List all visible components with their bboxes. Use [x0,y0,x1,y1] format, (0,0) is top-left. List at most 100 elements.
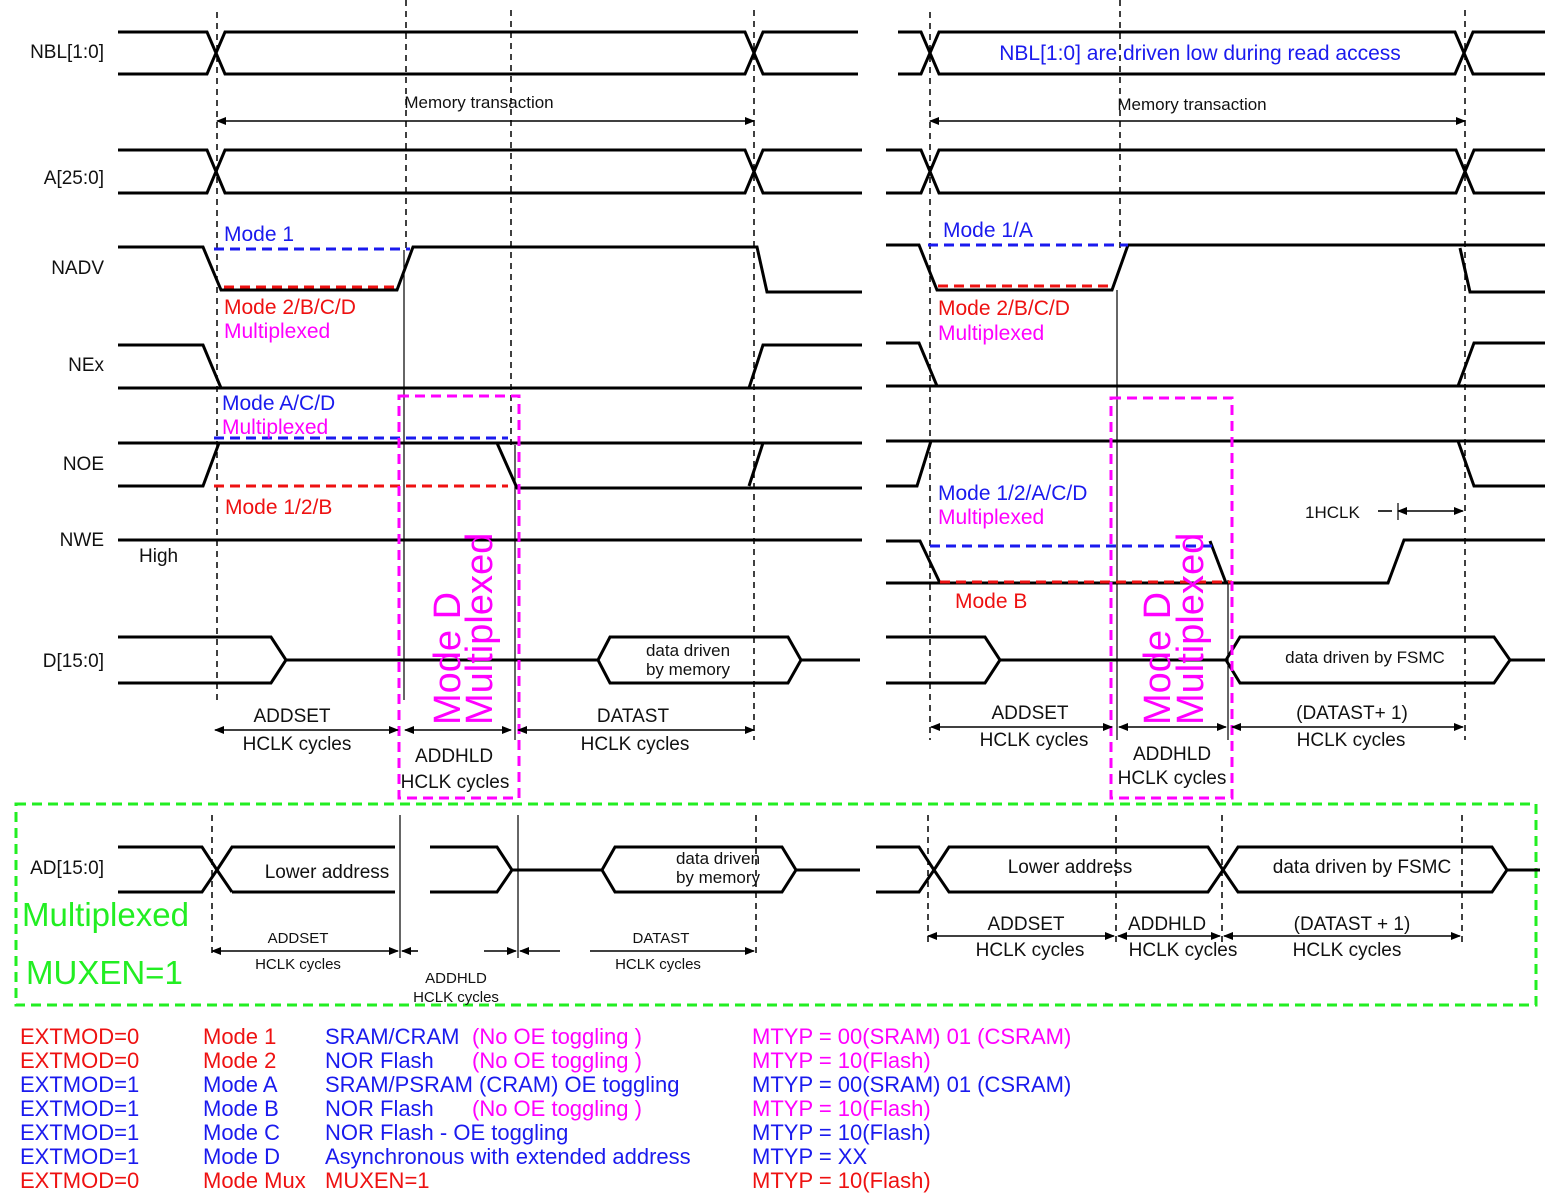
signal-noe-label: NOE [63,454,104,475]
mode-d-label-1: Mode D [427,592,469,725]
legend-extmod: EXTMOD=0 [20,1024,139,1049]
noe-mux-note: Multiplexed [222,416,328,439]
legend-mtyp: MTYP = 00(SRAM) 01 (CSRAM) [752,1072,1071,1097]
mux-addhld-hclk: HCLK cycles [413,989,499,1006]
signal-d-label: D[15:0] [43,651,104,672]
legend-mode: Mode D [203,1144,280,1169]
mux-r-addhld-hclk: HCLK cycles [1129,940,1238,961]
mux-r-datast-label: (DATAST + 1) [1294,914,1411,935]
nadv-mode-high-note: Mode 1 [224,223,294,246]
nwe-mode-high-note: Mode 1/2/A/C/D [938,482,1087,505]
legend-mode: Mode 2 [203,1048,276,1073]
signal-nwe-label: NWE [60,530,104,551]
lower-address-label-right: Lower address [1008,857,1133,878]
mux-r-addset-label: ADDSET [987,914,1064,935]
legend-mtyp: MTYP = 10(Flash) [752,1048,931,1073]
data-driven-label-2: by memory [646,660,731,679]
legend-mode: Mode A [203,1072,278,1097]
nbl-note: NBL[1:0] are driven low during read acce… [999,42,1401,65]
nwe-mux-note: Multiplexed [938,506,1044,529]
legend-desc: NOR Flash [325,1096,434,1121]
noe-mode-high-note: Mode A/C/D [222,392,335,415]
addset-hclk-label: HCLK cycles [243,734,352,755]
multiplexed-label: Multiplexed [22,896,189,933]
legend-desc-note: (No OE toggling ) [472,1048,642,1073]
datast-hclk-label: HCLK cycles [581,734,690,755]
mode-d-label-2: Multiplexed [459,533,501,725]
legend-mtyp: MTYP = 10(Flash) [752,1120,931,1145]
legend-desc: SRAM/PSRAM (CRAM) OE toggling [325,1072,680,1097]
legend-mode: Mode B [203,1096,279,1121]
legend-desc: NOR Flash [325,1048,434,1073]
legend-extmod: EXTMOD=0 [20,1168,139,1193]
memory-transaction-label-right: Memory transaction [1117,95,1266,114]
ad-waveform-right [876,845,1540,894]
nwe-edge-right [1208,540,1228,584]
mode-d-label-2-right: Multiplexed [1170,533,1212,725]
write-timing-panel: NBL[1:0] are driven low during read acce… [886,0,1545,800]
legend-desc-note: (No OE toggling ) [472,1024,642,1049]
signal-a-label: A[25:0] [44,168,104,189]
lower-address-label: Lower address [265,862,390,883]
legend-extmod: EXTMOD=1 [20,1096,139,1121]
multiplexed-section: Multiplexed MUXEN=1 Lower address data d… [14,802,1540,1007]
addhld-label-right: ADDHLD [1133,744,1211,765]
mux-data-driven-1: data driven [676,849,760,868]
addset-label-right: ADDSET [991,703,1068,724]
mux-datast-label: DATAST [633,930,690,947]
nadv-tail-right [1458,247,1545,294]
legend-row: EXTMOD=1 Mode A SRAM/PSRAM (CRAM) OE toggl… [20,1072,1071,1097]
legend-extmod: EXTMOD=0 [20,1048,139,1073]
multiplexed-box [14,802,1538,1007]
signal-labels: NBL[1:0] A[25:0] NADV NEx NOE NWE D[15:0… [30,42,104,879]
data-waveform [118,635,860,685]
mux-r-datast-hclk: HCLK cycles [1293,940,1402,961]
mode-d-box [397,394,521,800]
signal-nadv-label: NADV [51,258,104,279]
addset-hclk-label-right: HCLK cycles [980,730,1089,751]
legend-mtyp: MTYP = 10(Flash) [752,1096,931,1121]
signal-nex-label: NEx [68,355,104,376]
mux-addset-label: ADDSET [268,930,329,947]
nwe-mode-low-note: Mode B [955,590,1027,613]
noe-waveform-right [886,439,1545,488]
mux-datast-hclk: HCLK cycles [615,956,701,973]
memory-transaction-label: Memory transaction [404,93,553,112]
nadv-waveform [118,245,862,294]
data-driven-label-1: data driven [646,641,730,660]
signal-ad-label: AD[15:0] [30,858,104,879]
legend-desc: SRAM/CRAM [325,1024,459,1049]
datast-label: DATAST [597,706,670,727]
nadv-waveform-right [886,243,1545,292]
legend-row: EXTMOD=0 Mode 2 NOR Flash (No OE toggling )… [20,1048,931,1073]
data-fsmc-label: data driven by FSMC [1285,648,1445,667]
mode-d-label-1-right: Mode D [1137,592,1179,725]
addhld-label: ADDHLD [415,746,493,767]
address-waveform [118,148,862,195]
read-timing-panel: Memory transaction Mode 1 Mode 2/B/C/D M… [118,0,862,800]
nwe-high-label: High [139,546,178,567]
one-hclk-label: 1HCLK [1305,503,1360,522]
nadv-mode-low-note-right: Mode 2/B/C/D [938,297,1070,320]
address-waveform-right [886,148,1545,195]
legend-desc-note: (No OE toggling ) [472,1096,642,1121]
mux-r-addset-hclk: HCLK cycles [976,940,1085,961]
legend-desc: NOR Flash - OE toggling [325,1120,568,1145]
mode-d-box-right [1109,396,1234,800]
legend-mtyp: MTYP = 10(Flash) [752,1168,931,1193]
legend-extmod: EXTMOD=1 [20,1072,139,1097]
legend-extmod: EXTMOD=1 [20,1120,139,1145]
muxen-label: MUXEN=1 [26,954,183,991]
mux-data-fsmc-label: data driven by FSMC [1273,857,1451,878]
legend-mtyp: MTYP = 00(SRAM) 01 (CSRAM) [752,1024,1071,1049]
legend-row: EXTMOD=1 Mode B NOR Flash (No OE toggling )… [20,1096,931,1121]
noe-mode-low-note: Mode 1/2/B [225,496,332,519]
legend-mtyp: MTYP = XX [752,1144,867,1169]
legend-mode: Mode Mux [203,1168,306,1193]
